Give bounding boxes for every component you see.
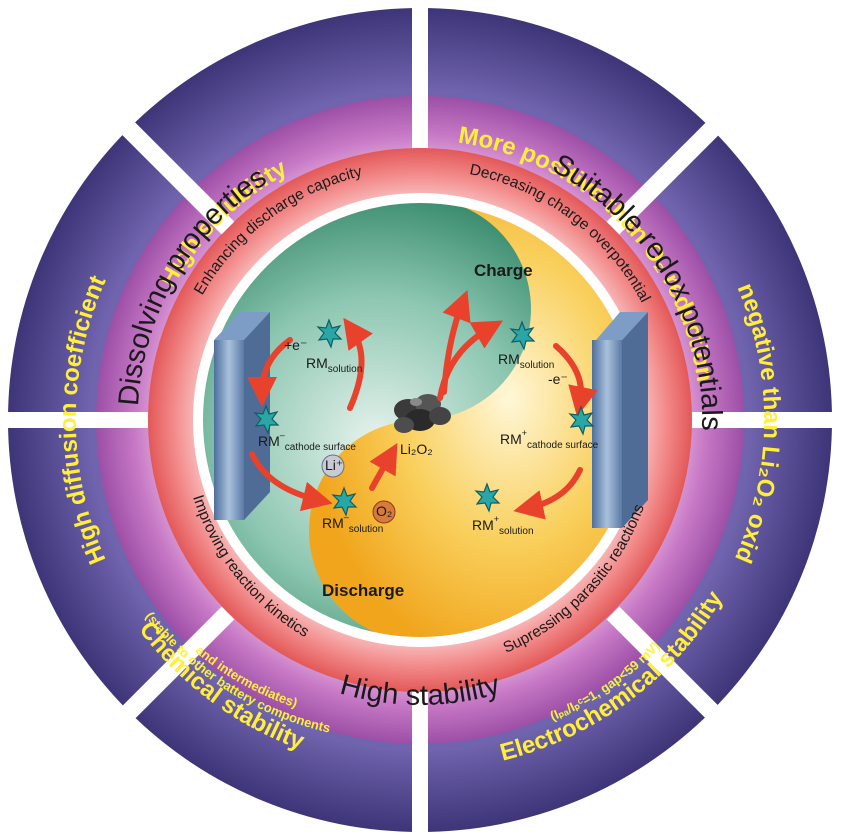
discharge-title: Discharge xyxy=(322,581,404,600)
li2o2-cluster-icon xyxy=(394,394,451,433)
rm-cathode-right: RM+cathode surface xyxy=(500,428,599,451)
right-electrode-icon xyxy=(592,312,648,528)
star-molecule-icon xyxy=(253,404,280,435)
svg-text:RMsolution: RMsolution xyxy=(498,351,554,371)
star-molecule-icon xyxy=(331,486,358,517)
label-plus-e: +e⁻ xyxy=(284,337,307,353)
svg-text:RM+solution: RM+solution xyxy=(472,514,534,537)
li-ion-icon xyxy=(321,454,345,478)
star-molecule-icon xyxy=(316,318,343,349)
charge-title: Charge xyxy=(474,261,533,280)
reaction-arrows xyxy=(247,290,598,520)
star-molecule-icon xyxy=(474,482,501,513)
svg-text:RM–solution: RM–solution xyxy=(322,512,383,535)
charge-zone xyxy=(309,198,642,642)
svg-text:RMsolution: RMsolution xyxy=(306,355,362,375)
label-li-ion: Li⁺ xyxy=(325,457,343,473)
rm-cathode-left: RM–cathode surface xyxy=(258,430,356,453)
star-molecule-icon xyxy=(568,405,595,436)
rm-solution-top-left: RMsolution xyxy=(306,355,362,375)
svg-text:RM+cathode surface: RM+cathode surface xyxy=(500,428,599,451)
rm-solution-bottom-left: RM–solution xyxy=(322,512,383,535)
svg-text:RM–cathode surface: RM–cathode surface xyxy=(258,430,356,453)
rm-solution-top-right: RMsolution xyxy=(498,351,554,371)
star-molecule-icons xyxy=(253,318,595,517)
star-molecule-icon xyxy=(509,320,536,351)
label-minus-e: -e⁻ xyxy=(548,371,568,387)
o2-molecule-icon xyxy=(372,500,396,524)
rm-solution-bottom-right: RM+solution xyxy=(472,514,534,537)
li2o2-label: Li₂O₂ xyxy=(400,441,433,457)
label-o2: O₂ xyxy=(376,503,392,519)
